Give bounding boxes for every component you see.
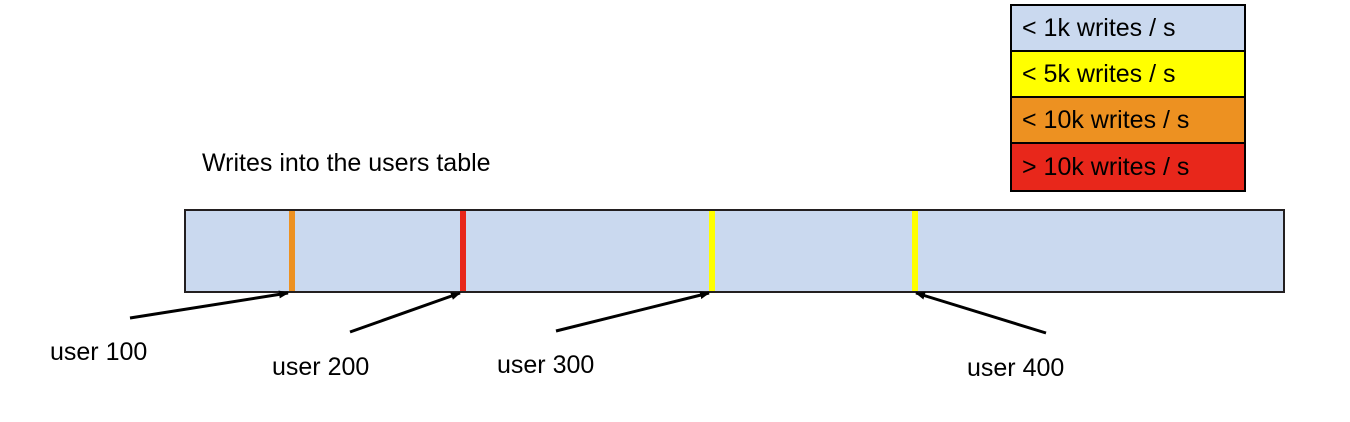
label-user-100: user 100 — [50, 338, 148, 366]
legend-label-under-5k: < 5k writes / s — [1022, 59, 1176, 88]
marker-user-300 — [709, 211, 715, 291]
arrow-user-100 — [129, 290, 289, 320]
arrow-user-400 — [915, 291, 1047, 335]
arrow-user-300 — [555, 291, 710, 333]
marker-user-200 — [460, 211, 466, 291]
users-table-bar — [184, 209, 1285, 293]
legend-label-over-10k: > 10k writes / s — [1022, 152, 1190, 181]
legend-label-under-10k: < 10k writes / s — [1022, 105, 1190, 134]
label-user-400: user 400 — [967, 354, 1065, 382]
arrow-user-200 — [349, 291, 461, 334]
marker-user-100 — [289, 211, 295, 291]
legend-label-under-1k: < 1k writes / s — [1022, 13, 1176, 42]
legend-row-under-10k: < 10k writes / s — [1012, 98, 1244, 144]
legend-row-under-1k: < 1k writes / s — [1012, 6, 1244, 52]
marker-user-400 — [912, 211, 918, 291]
label-user-300: user 300 — [497, 351, 595, 379]
legend-row-under-5k: < 5k writes / s — [1012, 52, 1244, 98]
legend-row-over-10k: > 10k writes / s — [1012, 144, 1244, 190]
chart-title: Writes into the users table — [202, 149, 491, 177]
legend: < 1k writes / s < 5k writes / s < 10k wr… — [1010, 4, 1246, 192]
label-user-200: user 200 — [272, 353, 370, 381]
